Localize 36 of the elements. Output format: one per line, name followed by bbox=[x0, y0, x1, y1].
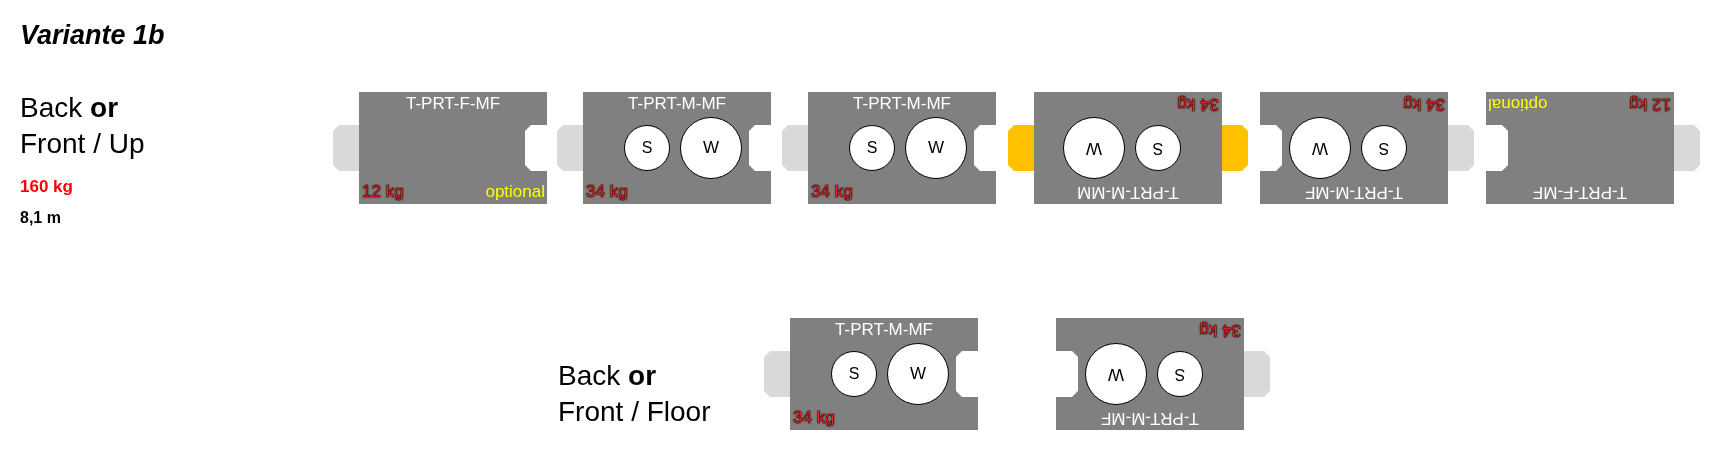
module-name: T-PRT-M-MF bbox=[852, 94, 952, 114]
diagram-title: Variante 1b bbox=[20, 20, 165, 51]
module-name: T-PRT-M-MF bbox=[834, 320, 934, 340]
sensor-circle: W bbox=[905, 117, 967, 179]
sensor-circle: W bbox=[1289, 117, 1351, 179]
weight-label: 12 kg bbox=[1629, 94, 1671, 114]
module-name: T-PRT-F-MF bbox=[404, 94, 502, 114]
sensor-circle: W bbox=[1085, 343, 1147, 405]
optional-note: optional bbox=[1488, 94, 1548, 114]
weight-label: 34 kg bbox=[586, 182, 628, 202]
module-name: T-PRT-M-MM bbox=[1076, 182, 1180, 202]
sensor-circle: S bbox=[624, 125, 670, 171]
weight-label: 34 kg bbox=[811, 182, 853, 202]
length-label: 8,1 m bbox=[20, 208, 61, 228]
sensor-circle: S bbox=[849, 125, 895, 171]
sensor-circle: W bbox=[1063, 117, 1125, 179]
weight-label: 34 kg bbox=[793, 408, 835, 428]
sensor-circle: S bbox=[1157, 351, 1203, 397]
sensor-circle: S bbox=[1361, 125, 1407, 171]
weight-label: 34 kg bbox=[1403, 94, 1445, 114]
sensor-circle: S bbox=[831, 351, 877, 397]
position-label: Back or Front / Up bbox=[20, 91, 145, 161]
optional-note: optional bbox=[485, 182, 545, 202]
weight-label: 34 kg bbox=[1177, 94, 1219, 114]
weight-label: 34 kg bbox=[1199, 320, 1241, 340]
sensor-circle: W bbox=[680, 117, 742, 179]
sensor-circle: S bbox=[1135, 125, 1181, 171]
module-name: T-PRT-M-MF bbox=[1100, 408, 1200, 428]
sensor-circle: W bbox=[887, 343, 949, 405]
weight-label: 12 kg bbox=[362, 182, 404, 202]
position-label: Back or Front / Floor bbox=[558, 359, 711, 429]
module-name: T-PRT-M-MF bbox=[1304, 182, 1404, 202]
module-name: T-PRT-F-MF bbox=[1531, 182, 1629, 202]
module-box bbox=[1034, 92, 1222, 204]
module-name: T-PRT-M-MF bbox=[627, 94, 727, 114]
weight-total: 160 kg bbox=[20, 176, 73, 198]
